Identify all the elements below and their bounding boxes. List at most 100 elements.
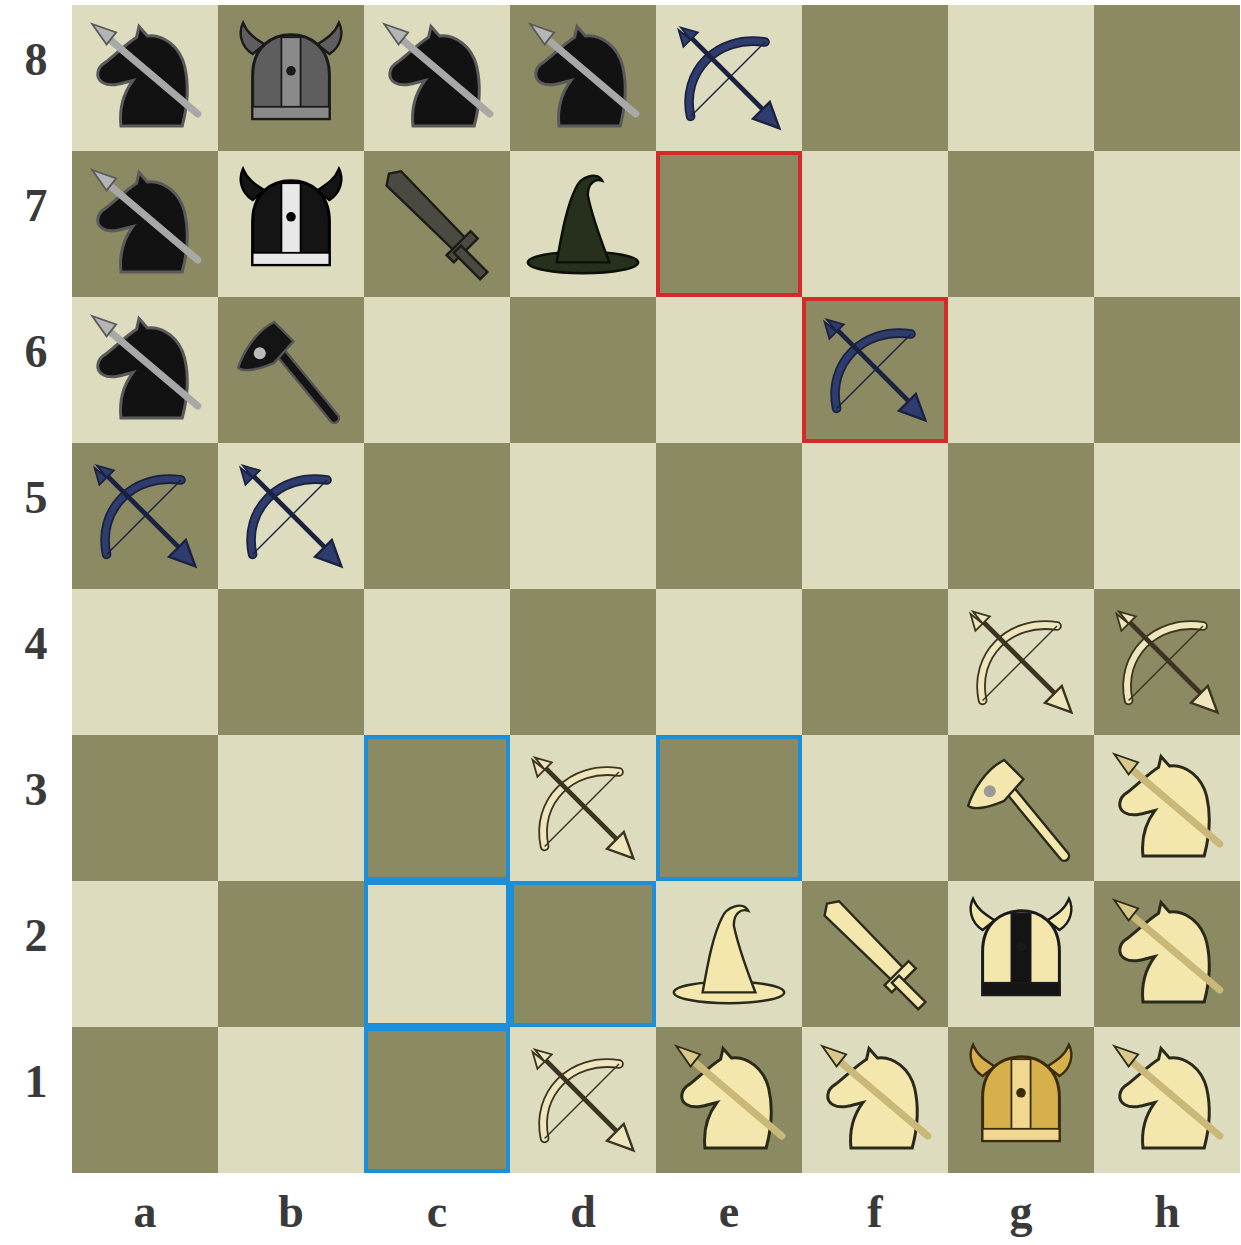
board-square <box>948 589 1094 735</box>
game-piece <box>92 24 198 126</box>
pieces <box>92 23 1220 1151</box>
game-piece <box>825 901 926 1009</box>
highlight-square <box>658 153 800 295</box>
board-square <box>364 735 510 881</box>
file-label: d <box>570 1189 596 1235</box>
game-piece <box>387 171 488 279</box>
game-piece <box>384 24 490 126</box>
game-piece <box>971 899 1072 995</box>
board-square <box>510 735 656 881</box>
board-square <box>1094 881 1240 1027</box>
board-square <box>802 1027 948 1173</box>
file-label: g <box>1010 1189 1033 1235</box>
game-piece <box>238 322 334 418</box>
highlight-square <box>366 737 508 879</box>
board-square <box>72 589 218 735</box>
highlight-square <box>366 883 508 1025</box>
board-square <box>72 5 218 151</box>
board-square <box>802 881 948 1027</box>
board-square <box>510 5 656 151</box>
game-piece <box>968 760 1064 856</box>
board-square <box>656 5 802 151</box>
game-piece <box>679 28 780 129</box>
board-square <box>948 881 1094 1027</box>
board-square <box>510 589 656 735</box>
board-square <box>72 881 218 1027</box>
board-square <box>656 1027 802 1173</box>
rank-label: 2 <box>25 913 48 959</box>
board-square <box>1094 151 1240 297</box>
game-piece <box>241 23 342 119</box>
board-square <box>802 735 948 881</box>
board-square <box>364 151 510 297</box>
board-square <box>1094 443 1240 589</box>
board-square <box>218 151 364 297</box>
board-square <box>364 297 510 443</box>
game-piece <box>676 1046 782 1148</box>
board-square <box>656 881 802 1027</box>
board-square <box>948 297 1094 443</box>
board-square <box>1094 297 1240 443</box>
file-label: e <box>719 1189 739 1235</box>
rank-label: 4 <box>25 621 48 667</box>
board-square <box>510 443 656 589</box>
game-piece <box>533 758 634 859</box>
game-piece <box>533 1050 634 1151</box>
board-square <box>1094 735 1240 881</box>
board-square <box>802 589 948 735</box>
board-square <box>510 1027 656 1173</box>
game-piece <box>92 170 198 272</box>
board-square <box>364 443 510 589</box>
squares <box>72 5 1240 1173</box>
board-square <box>802 5 948 151</box>
board-square <box>948 5 1094 151</box>
game-piece <box>92 316 198 418</box>
board-square <box>72 151 218 297</box>
board-square <box>802 443 948 589</box>
game-piece <box>1114 754 1220 856</box>
board-square <box>510 881 656 1027</box>
highlight-square <box>366 1029 508 1171</box>
game-piece <box>241 169 342 265</box>
rank-label: 6 <box>25 329 48 375</box>
file-label: a <box>134 1189 157 1235</box>
game-piece <box>95 466 196 567</box>
board-square <box>948 1027 1094 1173</box>
game-piece <box>1114 1046 1220 1148</box>
game-piece <box>822 1046 928 1148</box>
board-square <box>218 589 364 735</box>
game-piece <box>825 320 926 421</box>
board-square <box>364 1027 510 1173</box>
board-square <box>656 735 802 881</box>
game-piece <box>528 176 638 274</box>
board-square <box>802 151 948 297</box>
board-square <box>656 151 802 297</box>
board-square <box>510 297 656 443</box>
board-square <box>656 297 802 443</box>
board-square <box>1094 1027 1240 1173</box>
highlight-square <box>658 737 800 879</box>
game-piece <box>1114 900 1220 1002</box>
board-square <box>72 735 218 881</box>
board-square <box>72 443 218 589</box>
file-label: c <box>427 1189 447 1235</box>
board-square <box>1094 589 1240 735</box>
rank-label: 1 <box>25 1059 48 1105</box>
board-square <box>218 735 364 881</box>
board-square <box>218 1027 364 1173</box>
board-square <box>1094 5 1240 151</box>
game-piece <box>971 1045 1072 1141</box>
file-label: h <box>1154 1189 1180 1235</box>
board-square <box>656 443 802 589</box>
board-square <box>218 881 364 1027</box>
board-square <box>218 5 364 151</box>
board-square <box>656 589 802 735</box>
highlight-square <box>512 883 654 1025</box>
board-square <box>948 735 1094 881</box>
rank-label: 3 <box>25 767 48 813</box>
board-square <box>72 297 218 443</box>
highlight-square <box>804 299 946 441</box>
board-square <box>218 443 364 589</box>
rank-label: 7 <box>25 183 48 229</box>
